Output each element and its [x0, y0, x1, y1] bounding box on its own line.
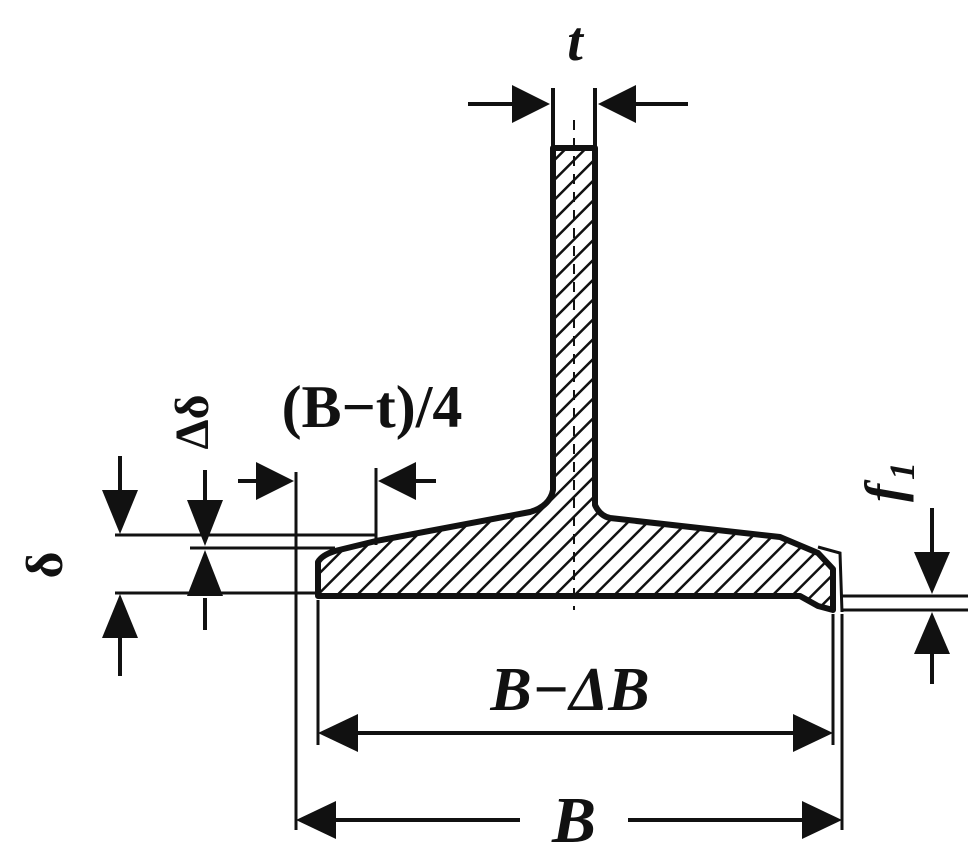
dim-width-reduced: B−ΔB	[316, 600, 835, 752]
arrowhead-t-left	[512, 85, 550, 123]
arrowhead-quarter-right	[378, 462, 416, 500]
arrowhead-t-right	[598, 85, 636, 123]
arrowhead-reduced-left	[318, 714, 358, 752]
arrowhead-delta-bottom	[102, 594, 138, 638]
arrowhead-reduced-right	[793, 714, 833, 752]
dim-quarter-width: (B−t)/4	[238, 374, 462, 830]
arrowhead-f1-top	[914, 552, 950, 594]
label-width-reduced: B−ΔB	[489, 656, 649, 724]
arrowhead-dd-bottom	[187, 550, 223, 596]
arrowhead-width-right	[802, 801, 842, 839]
section-hatch	[315, 145, 836, 613]
arrowhead-quarter-left	[256, 462, 294, 500]
dim-delta: Δδ δ	[17, 394, 376, 676]
arrowhead-dd-top	[187, 500, 223, 546]
label-t: t	[567, 11, 584, 73]
dim-f1: f1	[842, 462, 968, 684]
label-delta: δ	[17, 552, 74, 579]
arrowhead-f1-bottom	[914, 612, 950, 654]
label-f1: f1	[854, 462, 922, 502]
arrowhead-delta-top	[102, 490, 138, 534]
t-profile	[315, 120, 844, 613]
dim-width: B	[296, 614, 844, 854]
flange-tip-outline	[817, 545, 844, 613]
dim-t: t	[468, 11, 688, 148]
arrowhead-width-left	[296, 801, 336, 839]
label-delta-delta: Δδ	[166, 394, 219, 449]
label-width: B	[551, 784, 596, 854]
label-quarter-width: (B−t)/4	[282, 374, 463, 440]
